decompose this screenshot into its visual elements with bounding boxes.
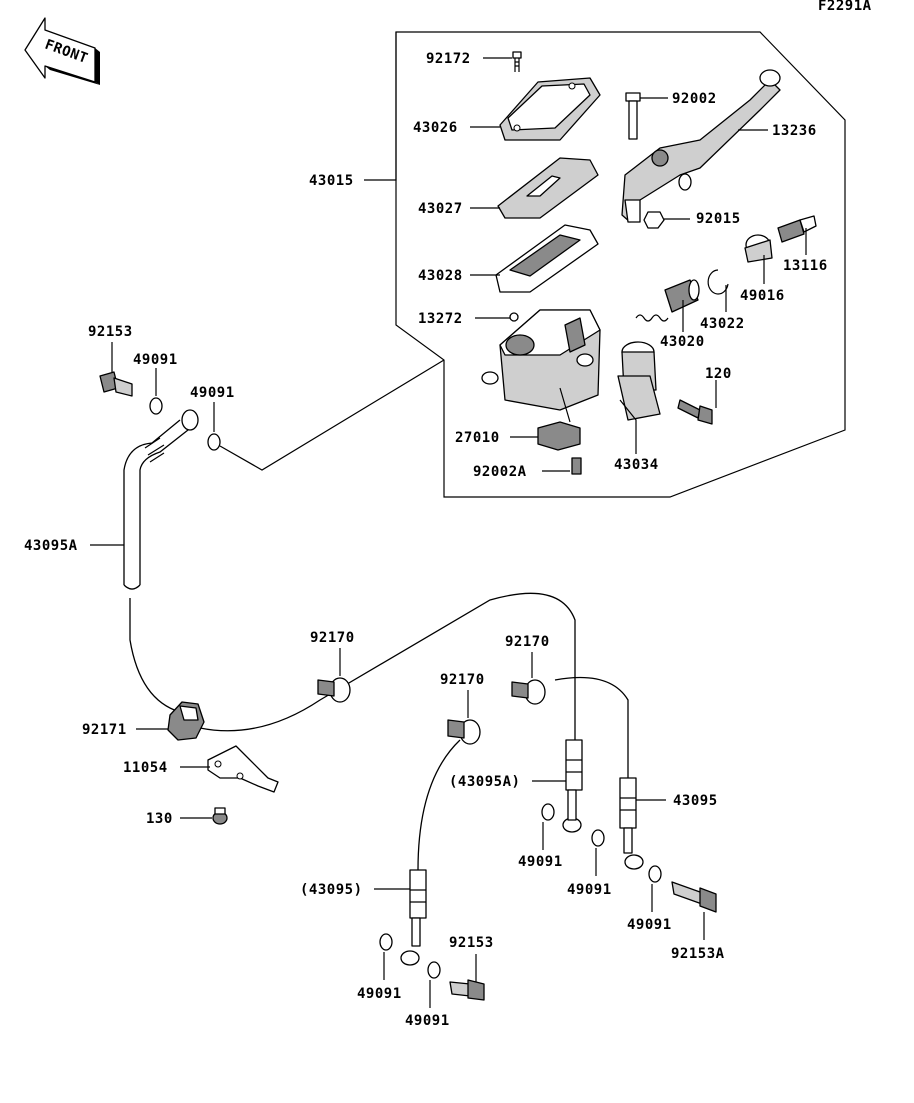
label-92170-a: 92170 [310,630,355,646]
bolt-120 [677,399,713,425]
hose-loop-3 [417,739,461,871]
hose-loop-2 [554,676,629,778]
label-13272: 13272 [418,311,463,327]
bolt-130 [212,807,228,825]
clamp-43034 [617,341,661,421]
label-92170-c: 92170 [440,672,485,688]
label-92172: 92172 [426,51,471,67]
label-49091-c: 49091 [518,854,563,870]
label-92153-bottom: 92153 [449,935,494,951]
label-92153-top: 92153 [88,324,133,340]
label-49091-b: 49091 [190,385,235,401]
assembly-outline [395,31,846,498]
label-49091-e: 49091 [627,917,672,933]
label-13236: 13236 [772,123,817,139]
grommet-92170-c [447,719,481,745]
screw-92172 [512,51,522,72]
label-49016: 49016 [740,288,785,304]
hose-43095A [123,409,199,713]
label-92015: 92015 [696,211,741,227]
fitting-43095-right [619,777,644,870]
figure-code: F2291A [818,0,872,14]
label-92170-b: 92170 [505,634,550,650]
grommet-92170-a [317,677,351,703]
front-arrow-icon: FRONT [24,17,100,85]
label-49091-g: 49091 [405,1013,450,1029]
label-43034: 43034 [614,457,659,473]
label-49091-f: 49091 [357,986,402,1002]
washer-icon [149,397,662,979]
label-43015: 43015 [309,173,354,189]
boot-49016 [744,234,773,263]
label-43028: 43028 [418,268,463,284]
reservoir-cap-43026 [499,77,601,141]
label-49091-a: 49091 [133,352,178,368]
label-43022: 43022 [700,316,745,332]
label-43095-ref: (43095) [300,882,363,898]
label-120: 120 [705,366,732,382]
screw-92002A [571,457,582,475]
label-43027: 43027 [418,201,463,217]
label-43095A: 43095A [24,538,78,554]
label-43020: 43020 [660,334,705,350]
label-49091-d: 49091 [567,882,612,898]
switch-27010 [537,387,581,451]
label-130: 130 [146,811,173,827]
part-labels: 92172 43026 43015 43027 43028 13272 2701… [24,51,828,1029]
screw-13272 [509,312,519,322]
circlip-43022 [707,269,729,295]
bracket-11054 [207,745,279,793]
pushrod-13116 [777,215,817,243]
label-27010: 27010 [455,430,500,446]
lever-13236 [621,69,781,223]
banjo-bolt-92153-bottom [449,979,485,1001]
piston-kit-43020 [635,279,700,322]
label-92002: 92002 [672,91,717,107]
label-92171: 92171 [82,722,127,738]
label-13116: 13116 [783,258,828,274]
fitting-43095A-lower [562,739,583,833]
plate-43027 [497,157,599,219]
banjo-bolt-92153A [671,881,717,913]
label-43026: 43026 [413,120,458,136]
master-cylinder-body [481,309,601,411]
nut-92015 [643,211,665,229]
leader-line [219,359,445,471]
banjo-bolt-92153-top [99,371,133,397]
label-11054: 11054 [123,760,168,776]
joint-92171 [167,701,205,741]
label-92153A: 92153A [671,946,725,962]
label-92002A: 92002A [473,464,527,480]
leader-lines [90,32,807,1008]
hose-loop-1 [199,592,576,740]
label-43095: 43095 [673,793,718,809]
fitting-43095-left [400,869,427,966]
grommet-92170-b [511,679,546,705]
diaphragm-43028 [495,224,599,293]
pivot-bolt-92002 [625,92,641,140]
label-43095A-ref: (43095A) [449,774,520,790]
